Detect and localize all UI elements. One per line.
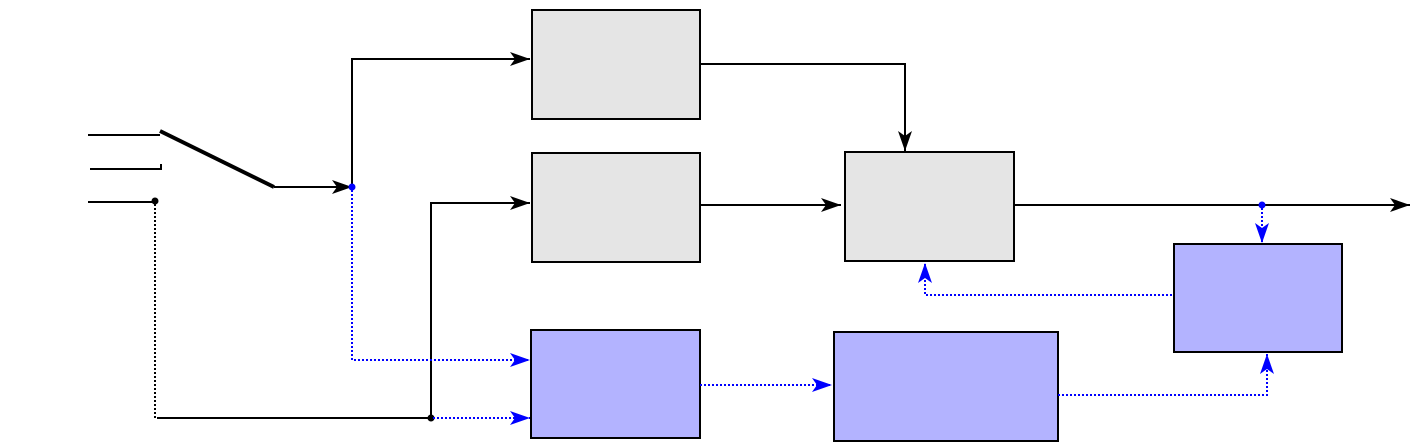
block-lower-middle xyxy=(833,331,1059,442)
branch-to-middle-block-arrow xyxy=(430,196,530,418)
branch-to-top-block-arrow xyxy=(351,52,530,187)
switch-blade xyxy=(159,129,275,189)
switch-bottom-dotted-line xyxy=(154,204,431,419)
switch-contact-dot xyxy=(151,197,159,205)
junction-dot-output xyxy=(1258,201,1266,209)
block-middle xyxy=(531,152,701,263)
top-to-combiner-arrow xyxy=(700,63,912,151)
block-lower-left xyxy=(530,329,701,439)
switch-input-line-2 xyxy=(90,164,162,170)
junction-dot-bottom xyxy=(427,414,435,422)
block-combiner xyxy=(844,151,1015,262)
junction-dot-switch xyxy=(348,183,356,191)
block-top xyxy=(531,9,701,120)
feedback-to-lower-left-arrow-1 xyxy=(351,190,530,367)
block-right xyxy=(1173,243,1343,353)
lower-middle-to-right-arrow xyxy=(1058,354,1274,396)
right-to-combiner-feedback-arrow xyxy=(918,263,1172,296)
